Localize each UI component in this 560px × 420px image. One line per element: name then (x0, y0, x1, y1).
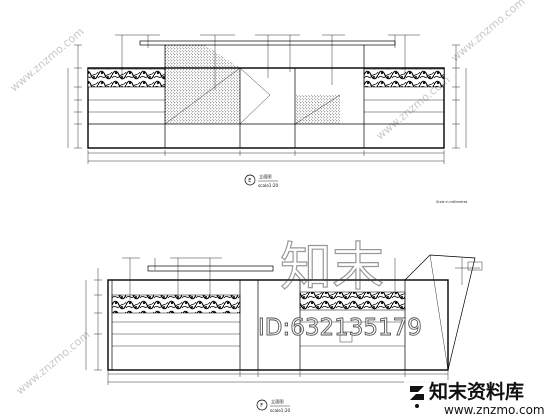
elevation-e-carving-right (363, 68, 445, 88)
watermark-overlay: 知末 ID:632135179 知末资料库 www.znzmo.com (258, 237, 556, 418)
elevation-e-dotted-panel-left (165, 45, 240, 124)
znzmo-logo-icon (410, 386, 424, 408)
elevation-e-title: 立面图 (259, 173, 272, 180)
elevation-e-marker-circle (244, 174, 256, 186)
watermark-site-cn: 知末资料库 (429, 380, 524, 403)
elevation-e: E 立面图 scale1:20 Scale in millimetres (67, 34, 468, 204)
watermark-badge-bg (404, 380, 556, 418)
elevation-f: F 立面图 scale1:20 (85, 254, 483, 413)
watermark-url: www.znzmo.com (444, 403, 545, 417)
elevation-e-carving-left (87, 68, 166, 88)
watermark-diag-2: www.znzmo.com (449, 0, 528, 64)
watermark-brand-cn: 知末 (280, 238, 384, 298)
elevation-f-fixture (339, 331, 353, 343)
elevation-e-leaders (115, 34, 420, 90)
elevation-e-outline (87, 67, 445, 149)
elevation-f-title: 立面图 (271, 398, 284, 405)
elevation-f-marker: F (260, 403, 263, 409)
elevation-f-scale: scale1:20 (270, 408, 291, 413)
elevation-f-marker-circle (256, 399, 268, 411)
elevation-e-crown-bar (139, 40, 396, 46)
watermark-id: ID:632135179 (258, 315, 422, 341)
watermark-diag-1: www.znzmo.com (8, 25, 87, 94)
watermark-diag-3: www.znzmo.com (14, 328, 93, 397)
elevation-f-carving-left (111, 294, 241, 314)
elevation-e-marker: E (248, 178, 251, 184)
elevation-e-scale: scale1:20 (258, 183, 279, 188)
elevation-f-side-wing (404, 254, 476, 371)
elevation-f-leaders (122, 257, 396, 300)
elevation-e-note: Scale in millimetres (436, 200, 468, 204)
elevation-f-crown-bar (147, 265, 274, 272)
elevation-f-outline (107, 279, 449, 371)
